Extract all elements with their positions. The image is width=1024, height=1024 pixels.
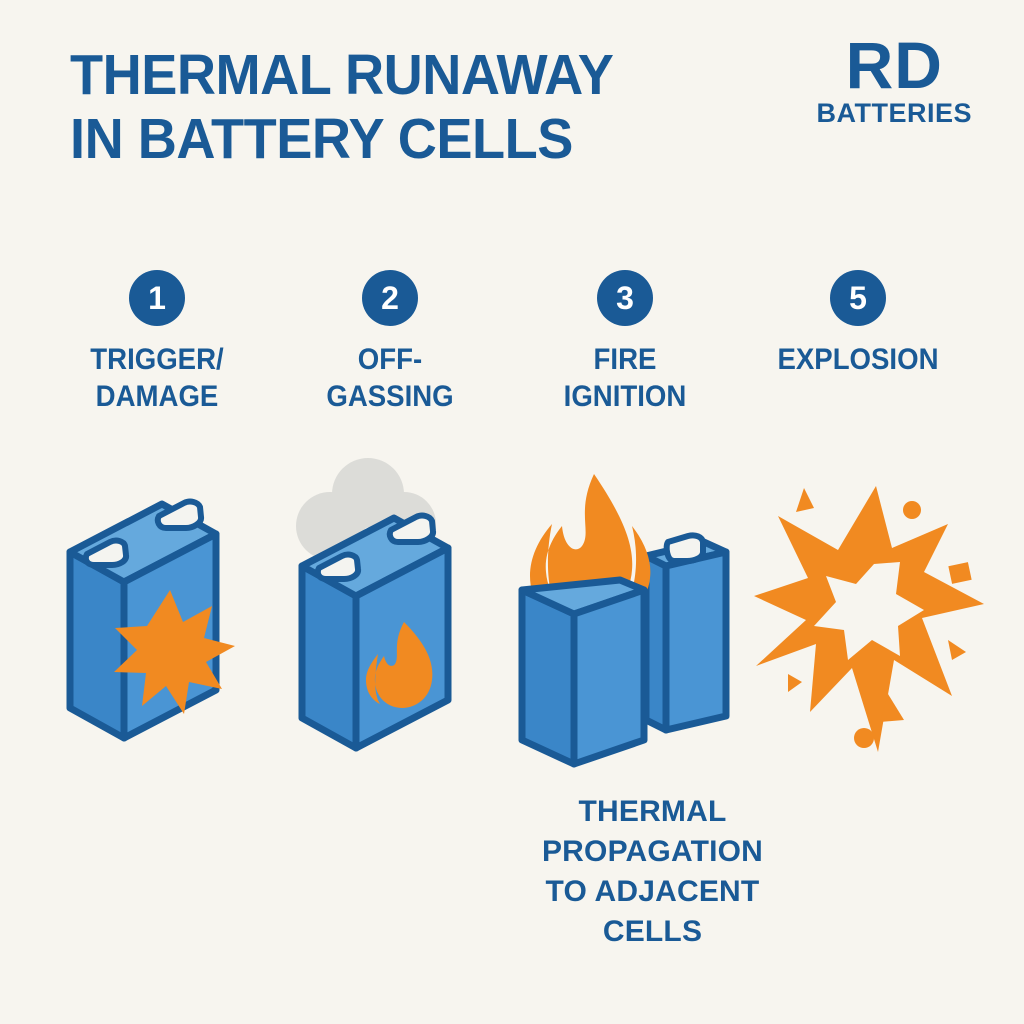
step-2-label-line-2: Gassing [326, 379, 454, 413]
page-title: Thermal Runaway in Battery Cells [70, 43, 735, 172]
caption-line-4: Cells [602, 914, 703, 948]
caption-line-2: Propagation [541, 834, 764, 868]
brand-logo-subtitle: BATTERIES [816, 97, 972, 128]
thermal-propagation-caption: Thermal Propagation to Adjacent Cells [470, 792, 835, 952]
battery-cell-venting-smoke-icon [296, 458, 452, 752]
step-1-number-badge: 1 [129, 270, 185, 326]
step-1-label-line-1: Trigger/ [90, 343, 224, 376]
two-cells-one-burning-icon [518, 474, 730, 768]
step-1: 1 Trigger/ Damage [37, 270, 277, 415]
step-3-number-badge: 3 [597, 270, 653, 326]
step-3-label-line-2: Ignition [563, 379, 687, 413]
step-3-label-line-1: Fire [593, 343, 657, 376]
step-2-label-line-1: Off- [357, 343, 423, 376]
illustration-explosion [752, 468, 998, 773]
illustration-off-gassing [292, 450, 512, 785]
step-1-label-line-2: Damage [95, 379, 219, 413]
brand-logo: RD BATTERIES [816, 28, 972, 128]
step-2: 2 Off- Gassing [270, 270, 510, 415]
impact-starburst-icon [114, 590, 235, 714]
explosion-debris-icons [788, 488, 972, 748]
step-1-label: Trigger/ Damage [47, 342, 268, 415]
step-3: 3 Fire Ignition [505, 270, 745, 415]
step-2-label: Off- Gassing [280, 342, 501, 415]
illustration-trigger-damage [62, 486, 262, 771]
caption-line-1: Thermal [578, 795, 727, 828]
step-4: 5 Explosion [738, 270, 978, 379]
step-4-label-line-1: Explosion [777, 343, 939, 376]
illustration-fire-ignition [508, 458, 748, 775]
step-2-number-badge: 2 [362, 270, 418, 326]
page-title-line-2: in Battery Cells [70, 106, 573, 171]
explosion-starburst-icon [754, 486, 984, 752]
flame-mark-icon [366, 622, 433, 708]
step-4-number-badge: 5 [830, 270, 886, 326]
brand-logo-mark: RD [845, 28, 943, 102]
caption-line-3: to Adjacent [545, 874, 760, 908]
step-4-label: Explosion [748, 342, 969, 379]
battery-cell-with-impact-starburst-icon [66, 498, 235, 742]
page-title-line-1: Thermal Runaway [70, 43, 614, 107]
step-3-label: Fire Ignition [515, 342, 736, 415]
